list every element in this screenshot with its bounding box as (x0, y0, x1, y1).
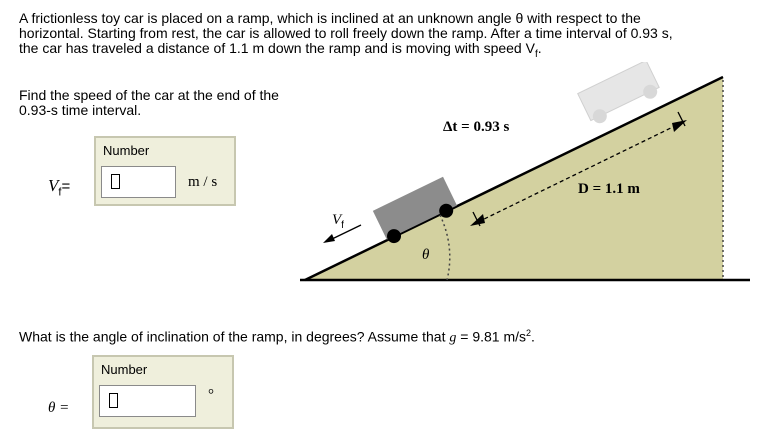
q2-sup: 2 (526, 328, 532, 338)
velocity-arrow (329, 224, 362, 241)
distance-label: D = 1.1 m (578, 181, 640, 197)
time-interval-label: Δt = 0.93 s (443, 119, 509, 135)
speed-answer-box: Number m / s (94, 136, 236, 206)
speed-unit: m / s (188, 174, 218, 190)
angle-answer-box: Number ° (92, 355, 234, 429)
problem-line-3-sub: f (534, 48, 538, 60)
angle-number-label: Number (101, 362, 148, 377)
problem-line-1: A frictionless toy car is placed on a ra… (19, 10, 641, 26)
car-start (577, 62, 660, 124)
car-end (372, 176, 457, 244)
question-1-text: Find the speed of the car at the end of … (19, 87, 279, 118)
vf-answer-label: Vf= (48, 176, 70, 198)
q2-mid: = 9.81 m/s (456, 328, 527, 345)
ramp-surface (304, 75, 724, 282)
q2-end: . (531, 328, 535, 345)
velocity-label-var: V (332, 212, 343, 228)
problem-line-3-text: the car has traveled a distance of 1.1 m… (19, 40, 535, 56)
angle-arc (439, 214, 451, 281)
theta-answer-label: θ = (48, 400, 70, 416)
speed-input-cursor-icon (111, 174, 120, 189)
vf-var-sub: f (58, 186, 62, 199)
question-2-text: What is the angle of inclination of the … (19, 328, 759, 347)
q2-g: g (449, 330, 457, 346)
q2-before: What is the angle of inclination of the … (19, 328, 450, 345)
vf-var: V (48, 176, 59, 195)
velocity-arrowhead (323, 234, 335, 243)
problem-line-3-end: . (537, 40, 542, 56)
distance-arrow (477, 123, 680, 223)
vf-equals: = (61, 178, 71, 195)
velocity-label: Vf (332, 212, 344, 231)
problem-statement: A frictionless toy car is placed on a ra… (19, 11, 759, 62)
angle-input-cursor-icon (109, 393, 118, 408)
ramp-diagram: Δt = 0.93 s D = 1.1 m Vf θ (300, 62, 750, 282)
velocity-label-sub: f (341, 220, 344, 231)
speed-number-label: Number (103, 143, 150, 158)
degree-unit: ° (208, 387, 214, 403)
angle-label: θ (422, 247, 430, 263)
problem-line-2: horizontal. Starting from rest, the car … (19, 25, 673, 41)
problem-line-3: the car has traveled a distance of 1.1 m… (19, 41, 759, 62)
